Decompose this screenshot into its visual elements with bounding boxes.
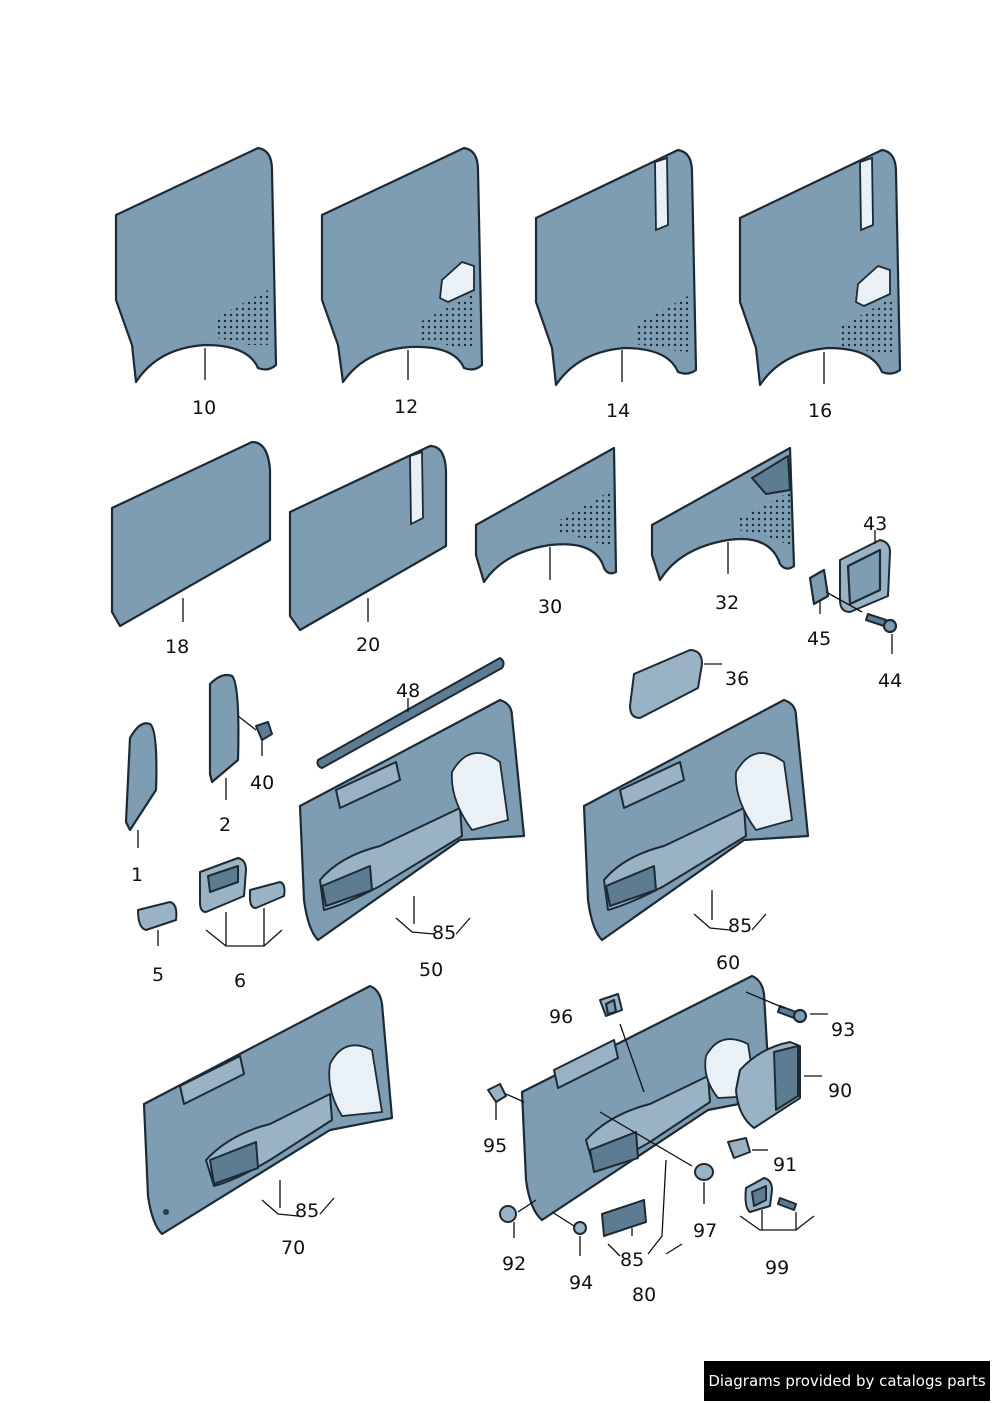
callout-18: 18 xyxy=(165,636,189,658)
part-1-trim xyxy=(124,722,158,848)
callout-80: 80 xyxy=(632,1284,656,1306)
panel-10 xyxy=(114,146,278,384)
part-90-cover xyxy=(735,1041,822,1129)
callout-14: 14 xyxy=(606,400,630,422)
callout-94: 94 xyxy=(569,1272,593,1294)
trim-panel-70 xyxy=(142,984,394,1236)
part-95-clip xyxy=(487,1083,525,1120)
callout-5: 5 xyxy=(152,964,164,986)
callout-10: 10 xyxy=(192,397,216,419)
callout-6: 6 xyxy=(234,970,246,992)
panel-14 xyxy=(534,148,698,387)
part-85-vent xyxy=(601,1199,647,1257)
trim-panel-80 xyxy=(520,974,772,1255)
panel-12 xyxy=(320,146,484,384)
callout-16: 16 xyxy=(808,400,832,422)
part-2-trim xyxy=(208,673,257,800)
callout-48: 48 xyxy=(396,680,420,702)
trim-panel-50 xyxy=(298,698,526,942)
part-99-set xyxy=(739,1177,815,1231)
callout-44: 44 xyxy=(878,670,902,692)
panel-16 xyxy=(738,148,902,387)
trim-panel-60 xyxy=(582,698,810,942)
callout-20: 20 xyxy=(356,634,380,656)
part-97-plug xyxy=(694,1163,714,1204)
callout-45: 45 xyxy=(807,628,831,650)
part-94-clip xyxy=(551,1211,587,1256)
part-91-clip xyxy=(727,1137,768,1159)
callout-labels: 10 12 14 16 18 20 30 32 43 45 44 48 36 4… xyxy=(131,396,902,1306)
callout-97: 97 xyxy=(693,1220,717,1242)
part-96-clip xyxy=(599,993,623,1017)
callout-30: 30 xyxy=(538,596,562,618)
callout-92: 92 xyxy=(502,1253,526,1275)
callout-85-70: 85 xyxy=(295,1200,319,1222)
callout-40: 40 xyxy=(250,772,274,794)
callout-2: 2 xyxy=(219,814,231,836)
callout-96: 96 xyxy=(549,1006,573,1028)
panel-32 xyxy=(650,446,796,582)
callout-43: 43 xyxy=(863,513,887,535)
callout-32: 32 xyxy=(715,592,739,614)
part-45-clip xyxy=(808,568,863,614)
callout-50: 50 xyxy=(419,959,443,981)
callout-85-80: 85 xyxy=(620,1249,644,1271)
part-43-cover xyxy=(839,530,891,613)
callout-91: 91 xyxy=(773,1154,797,1176)
part-5-handle xyxy=(137,901,178,946)
callout-1: 1 xyxy=(131,864,143,886)
callout-95: 95 xyxy=(483,1135,507,1157)
callout-93: 93 xyxy=(831,1019,855,1041)
callout-70: 70 xyxy=(281,1237,305,1259)
panel-18 xyxy=(110,440,272,628)
callout-36: 36 xyxy=(725,668,749,690)
panel-30 xyxy=(474,446,618,584)
callout-85-50: 85 xyxy=(432,922,456,944)
part-40-clip xyxy=(255,721,273,756)
callout-85-60: 85 xyxy=(728,915,752,937)
part-6-set xyxy=(199,857,286,947)
part-48-strip xyxy=(316,657,505,769)
part-44-screw xyxy=(865,613,898,654)
callout-99: 99 xyxy=(765,1257,789,1279)
part-36-cover xyxy=(629,649,722,719)
part-92-clip xyxy=(499,1199,537,1238)
credit-banner: Diagrams provided by catalogs parts xyxy=(704,1361,990,1401)
part-93-screw xyxy=(745,991,828,1024)
callout-12: 12 xyxy=(394,396,418,418)
panel-20 xyxy=(288,444,448,632)
callout-60: 60 xyxy=(716,952,740,974)
callout-90: 90 xyxy=(828,1080,852,1102)
